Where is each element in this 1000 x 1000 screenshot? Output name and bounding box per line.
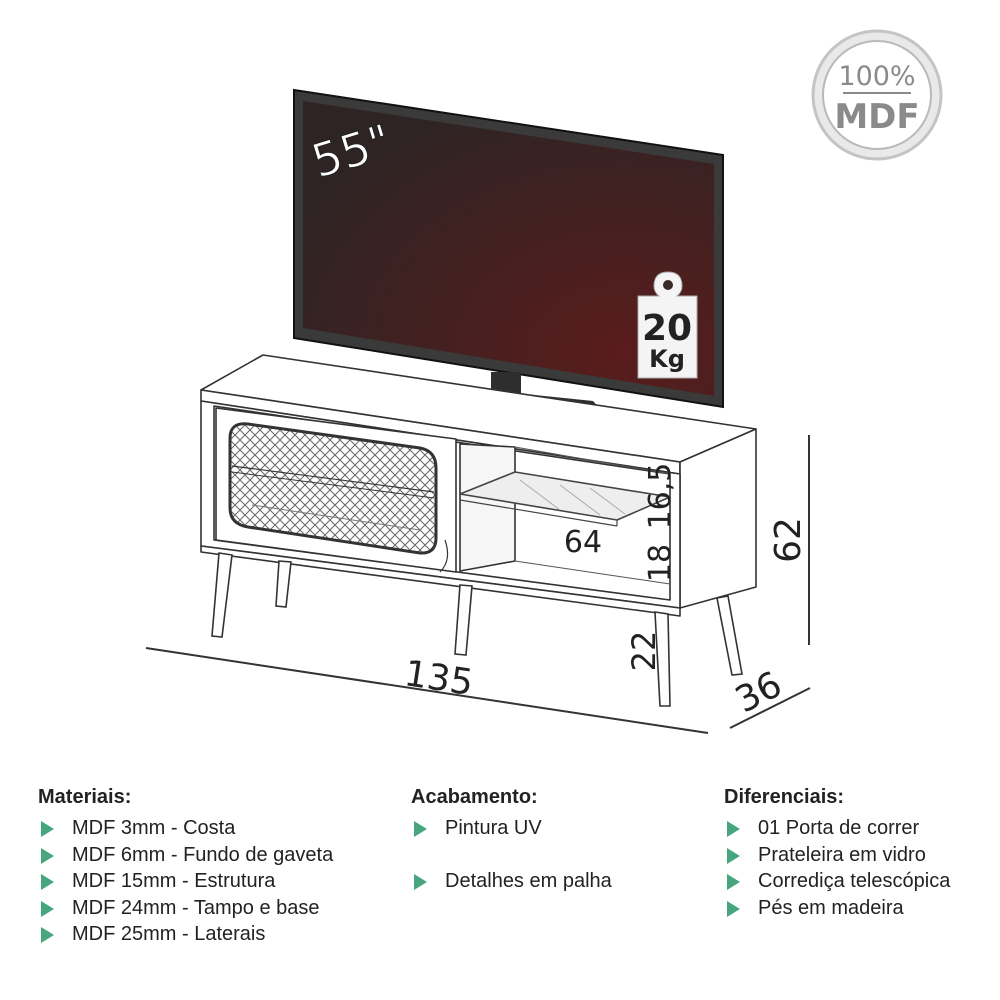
arrow-icon	[41, 847, 54, 864]
television: 55" 20 Kg	[293, 88, 724, 413]
arrow-icon	[727, 874, 740, 890]
arrow-icon	[727, 900, 740, 917]
materials-list: MDF 3mm - Costa MDF 6mm - Fundo de gavet…	[38, 815, 333, 948]
tv-stand-diagram: 100% MDF 55" 20 Kg	[145, 29, 943, 734]
arrow-icon	[727, 821, 740, 837]
rack-base	[200, 545, 681, 617]
features-list: 01 Porta de correr Prateleira em vidro C…	[724, 815, 950, 921]
width-label: 135	[402, 653, 476, 704]
materials-section: Materiais: MDF 3mm - Costa MDF 6mm - Fun…	[38, 786, 333, 948]
weight-unit: Kg	[649, 345, 685, 373]
leg-front-left	[211, 552, 233, 638]
width-dimension-line	[145, 647, 709, 734]
rack-legs	[211, 552, 743, 707]
list-item: Pés em madeira	[724, 895, 950, 922]
list-item-label: Detalhes em palha	[445, 870, 612, 892]
mdf-badge: 100% MDF	[811, 29, 943, 161]
arrow-icon	[41, 874, 54, 890]
leg-back-left	[275, 560, 292, 608]
list-item: Prateleira em vidro	[724, 842, 950, 869]
features-section: Diferenciais: 01 Porta de correr Pratele…	[724, 786, 950, 921]
arrow-icon	[414, 874, 427, 890]
weight-icon: 20 Kg	[637, 271, 698, 379]
list-item-label: MDF 24mm - Tampo e base	[72, 896, 320, 919]
shelf-lower-label: 18	[643, 544, 678, 582]
door-rattan-panel	[228, 422, 438, 555]
finish-list: Pintura UV Detalhes em palha	[411, 815, 612, 895]
list-item: MDF 25mm - Laterais	[38, 921, 333, 948]
tv-rack	[200, 354, 757, 617]
features-title: Diferenciais:	[724, 786, 845, 808]
arrow-icon	[727, 847, 740, 864]
arrow-icon	[41, 900, 54, 917]
list-item-label: Pés em madeira	[758, 896, 904, 919]
leg-back-right	[454, 584, 473, 656]
badge-percent: 100%	[838, 61, 915, 92]
arrow-icon	[41, 821, 54, 837]
list-item-label: MDF 6mm - Fundo de gaveta	[72, 843, 334, 866]
leg-front-right	[654, 611, 671, 707]
tv-screen	[303, 101, 714, 396]
tv-size-label: 55"	[305, 114, 397, 189]
finish-section: Acabamento: Pintura UV Detalhes em palha	[411, 786, 612, 895]
leg-height-label: 22	[625, 631, 663, 672]
arrow-icon	[414, 821, 427, 837]
dimension-lines	[145, 435, 811, 734]
list-item: 01 Porta de correr	[724, 815, 950, 842]
list-item-label: Pintura UV	[445, 817, 542, 839]
list-item-label: Corrediça telescópica	[758, 870, 951, 892]
leg-side-right	[716, 595, 743, 676]
materials-title: Materiais:	[38, 786, 132, 808]
list-item: MDF 3mm - Costa	[38, 815, 333, 842]
list-item: MDF 24mm - Tampo e base	[38, 895, 333, 922]
badge-inner-ring	[822, 40, 932, 150]
list-item: MDF 6mm - Fundo de gaveta	[38, 842, 333, 869]
list-item: Detalhes em palha	[411, 868, 612, 895]
depth-dimension-line	[729, 687, 811, 729]
list-item: Pintura UV	[411, 815, 612, 842]
list-item-label: MDF 25mm - Laterais	[72, 923, 266, 945]
weight-number: 20	[642, 308, 692, 349]
list-item: MDF 15mm - Estrutura	[38, 868, 333, 895]
niche-width-label: 64	[564, 525, 602, 560]
list-item-label: MDF 15mm - Estrutura	[72, 870, 276, 892]
door-inner-shelf	[231, 465, 435, 493]
finish-title: Acabamento:	[411, 786, 538, 808]
arrow-icon	[41, 927, 54, 943]
badge-material: MDF	[834, 97, 919, 137]
shelf-upper-label: 16,5	[643, 463, 678, 530]
list-item: Corrediça telescópica	[724, 868, 950, 895]
list-item-label: Prateleira em vidro	[758, 843, 926, 866]
list-item-label: 01 Porta de correr	[758, 817, 920, 839]
list-item-label: MDF 3mm - Costa	[72, 817, 236, 839]
height-label: 62	[768, 517, 809, 563]
